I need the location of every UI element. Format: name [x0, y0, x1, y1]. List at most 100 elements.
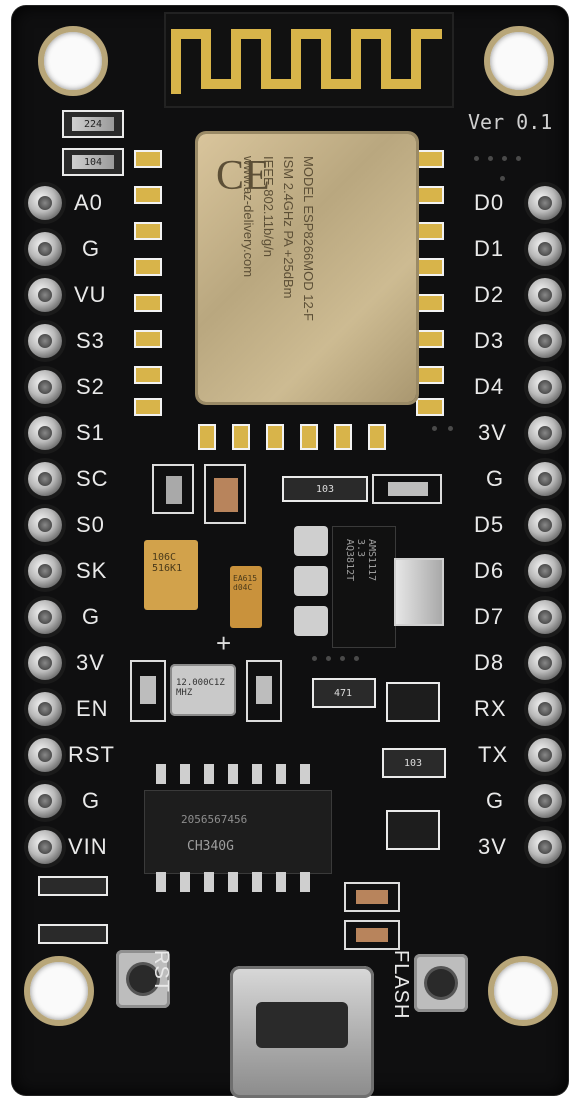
module-pad: [416, 366, 444, 384]
regulator-pad-2: [294, 566, 328, 596]
header-pin-left: [28, 600, 62, 634]
header-pin-left: [28, 416, 62, 450]
module-text-2: ISM 2.4GHz PA +25dBm: [281, 156, 296, 299]
antenna-trace-icon: [171, 29, 442, 94]
left-pin-label: VIN: [68, 834, 108, 859]
right-pin-label: TX: [478, 742, 509, 767]
crystal-oscillator: 12.000C1Z MHZ: [170, 664, 236, 716]
usb-opening: [256, 1002, 348, 1048]
left-pin-label: G: [82, 788, 101, 813]
ch340-code: 2056567456: [181, 813, 248, 826]
polarity-plus-mark: +: [216, 628, 232, 658]
module-pad: [232, 424, 250, 450]
wifi-antenna: [164, 12, 454, 108]
left-pin-label: G: [82, 236, 101, 261]
header-pin-left: [28, 370, 62, 404]
ch340-chip: CH340G 2056567456: [144, 790, 332, 874]
right-pin-label: D0: [474, 190, 505, 215]
ch340-leg: [156, 764, 166, 784]
pcb-board: Ver 0.1 224 104 CE MODEL ESP8266MOD 12-F…: [12, 6, 568, 1098]
module-text-1: MODEL ESP8266MOD 12-F: [301, 156, 316, 321]
module-pad: [368, 424, 386, 450]
ch340-leg: [276, 872, 286, 892]
header-pin-left: [28, 278, 62, 312]
module-pad: [134, 330, 162, 348]
module-text-3: IEEE 802.11b/g/n: [261, 156, 276, 257]
usb-cap-2: [344, 920, 400, 950]
usb-cap-1: [344, 882, 400, 912]
header-pin-left: [28, 508, 62, 542]
tantalum-capacitor: 106C 516K1: [144, 540, 198, 610]
resistor-103-b: 103: [382, 748, 446, 778]
header-pin-left: [28, 232, 62, 266]
ch340-leg: [156, 872, 166, 892]
header-pin-right: [528, 416, 562, 450]
header-pin-right: [528, 692, 562, 726]
module-pad: [416, 222, 444, 240]
via: [516, 156, 521, 161]
module-pad: [134, 258, 162, 276]
crystal-left-cap: [130, 660, 166, 722]
right-pin-label: D8: [474, 650, 505, 675]
resistor-471-label: 471: [334, 688, 353, 699]
module-pad: [134, 398, 162, 416]
resistor-103-label: 103: [316, 484, 335, 495]
via: [500, 176, 505, 181]
right-pin-label: D4: [474, 374, 505, 399]
header-pin-right: [528, 186, 562, 220]
ch340-label: CH340G: [187, 839, 234, 854]
regulator-pad-3: [294, 606, 328, 636]
transistor-bottom: [386, 810, 440, 850]
left-pin-label: SK: [76, 558, 108, 583]
module-pad: [300, 424, 318, 450]
header-pin-right: [528, 600, 562, 634]
module-pad: [416, 150, 444, 168]
left-pin-label: RST: [68, 742, 115, 767]
diode-footprint: [204, 464, 246, 524]
crystal-right-cap: [246, 660, 282, 722]
ch340-leg: [252, 872, 262, 892]
header-pin-right: [528, 462, 562, 496]
diode-s4-1: [38, 876, 108, 896]
resistor-103-b-label: 103: [404, 758, 423, 769]
esp8266-module: CE MODEL ESP8266MOD 12-F ISM 2.4GHz PA +…: [198, 134, 416, 402]
left-pin-label: G: [82, 604, 101, 629]
right-pin-label: D1: [474, 236, 505, 261]
micro-usb-port[interactable]: [230, 966, 374, 1098]
right-pin-label: D5: [474, 512, 505, 537]
header-pin-right: [528, 646, 562, 680]
mounting-hole-top-right: [484, 26, 554, 96]
right-pin-label: D3: [474, 328, 505, 353]
via: [312, 656, 317, 661]
module-text-4: www.az-delivery.com: [241, 156, 256, 278]
module-pad: [334, 424, 352, 450]
header-pin-left: [28, 462, 62, 496]
ch340-leg: [228, 872, 238, 892]
via: [448, 426, 453, 431]
ams1117-regulator: AMS1117 3.3 AQ3812T: [332, 526, 396, 648]
module-pad: [134, 150, 162, 168]
module-pad: [134, 294, 162, 312]
module-pad: [198, 424, 216, 450]
module-pad: [266, 424, 284, 450]
regulator-pad-1: [294, 526, 328, 556]
header-pin-right: [528, 278, 562, 312]
resistor-224-label: 224: [84, 119, 103, 130]
diode-s4-2: [38, 924, 108, 944]
rst-button[interactable]: [116, 950, 170, 1008]
version-label: Ver 0.1: [468, 110, 553, 134]
small-capacitor: EA615 d04C: [230, 566, 262, 628]
resistor-104: 104: [62, 148, 124, 176]
left-pin-label: S1: [76, 420, 105, 445]
header-pin-right: [528, 232, 562, 266]
header-pin-left: [28, 554, 62, 588]
right-pin-label: G: [486, 788, 505, 813]
via: [474, 156, 479, 161]
header-pin-left: [28, 738, 62, 772]
mounting-hole-top-left: [38, 26, 108, 96]
right-pin-label: G: [486, 466, 505, 491]
resistor-104-label: 104: [84, 157, 103, 168]
module-pad: [416, 186, 444, 204]
flash-button[interactable]: [414, 954, 468, 1012]
header-pin-left: [28, 692, 62, 726]
